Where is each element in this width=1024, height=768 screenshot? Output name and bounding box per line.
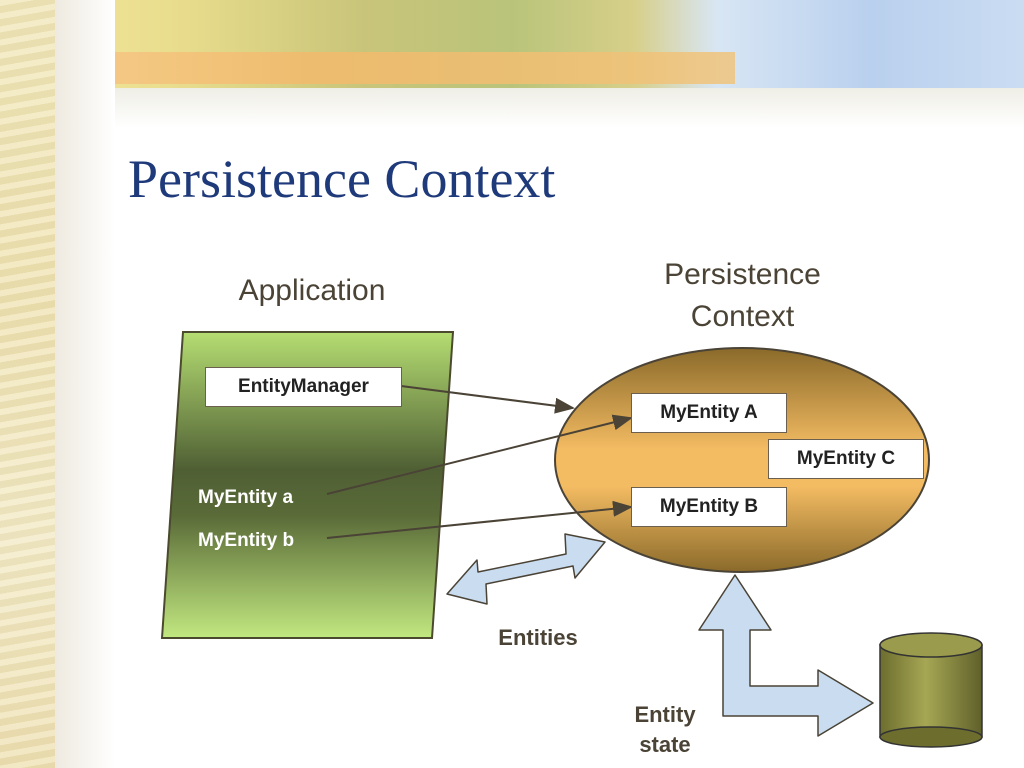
entities-label: Entities: [498, 625, 578, 650]
context-entity-c-box: MyEntity C: [768, 439, 924, 479]
database-icon: [879, 632, 983, 748]
context-entity-a-box: MyEntity A: [631, 393, 787, 433]
app-entity-a: MyEntity a: [198, 487, 294, 508]
persistence-context-label-line2: Context: [690, 300, 795, 333]
entity-state-arrow: [698, 574, 874, 737]
persistence-context-label: Persistence Context: [640, 254, 845, 338]
entities-double-arrow: [446, 533, 606, 605]
application-label: Application: [238, 274, 386, 307]
entity-state-line1: Entity: [634, 702, 696, 727]
connector-entity-a: [326, 414, 633, 495]
entity-manager-box: EntityManager: [205, 367, 402, 407]
context-entity-b-box: MyEntity B: [631, 487, 787, 527]
connector-entitymanager-to-context: [400, 385, 575, 414]
entity-state-line2: state: [639, 732, 691, 757]
application-box: [160, 331, 455, 639]
connector-entity-b: [326, 500, 633, 539]
left-texture-strip: [0, 0, 55, 768]
slide-title: Persistence Context: [128, 149, 556, 209]
left-fade: [55, 0, 115, 768]
top-orange-strip: [35, 52, 735, 84]
entity-state-label: Entity state: [615, 700, 715, 760]
persistence-context-label-line1: Persistence: [664, 258, 821, 291]
top-fade: [0, 88, 1024, 128]
app-entity-b: MyEntity b: [198, 530, 295, 551]
